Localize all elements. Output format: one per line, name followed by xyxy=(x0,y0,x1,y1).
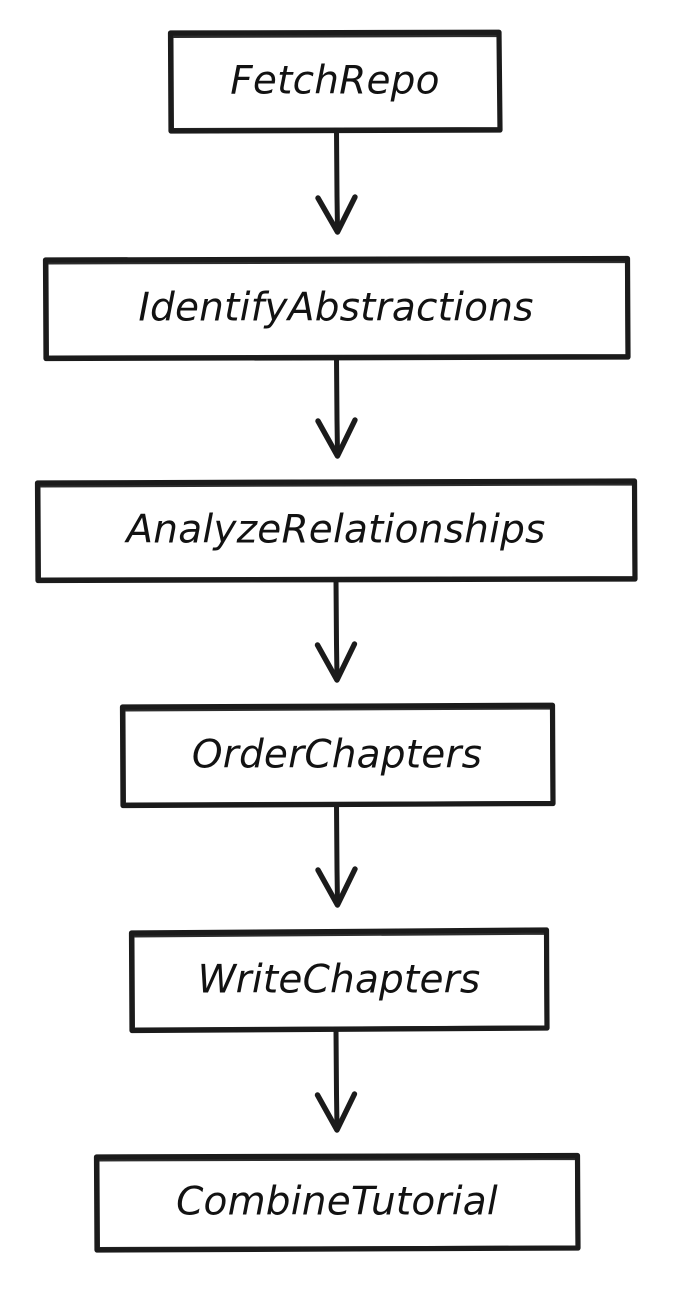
node-label: CombineTutorial xyxy=(176,1180,498,1225)
node-label: WriteChapters xyxy=(198,958,481,1003)
node-box xyxy=(119,702,556,809)
node-fetch-repo[interactable]: FetchRepo xyxy=(167,29,503,134)
edge-fetch-repo-to-identify-abstractions[interactable] xyxy=(315,128,358,235)
arrowhead-icon xyxy=(314,1091,358,1133)
edge-line xyxy=(334,128,340,233)
node-label: AnalyzeRelationships xyxy=(123,508,545,553)
node-box-sketch-stroke xyxy=(170,33,501,131)
node-box xyxy=(34,478,638,584)
node-order-chapters[interactable]: OrderChapters xyxy=(119,702,556,809)
node-analyze-relationships[interactable]: AnalyzeRelationships xyxy=(34,478,638,584)
node-box-sketch-stroke xyxy=(45,260,629,359)
arrowhead-icon xyxy=(315,866,358,908)
node-box-sketch-stroke xyxy=(122,706,554,806)
edge-identify-abstractions-to-analyze-relationships[interactable] xyxy=(315,355,358,459)
node-box-sketch-stroke xyxy=(37,482,636,581)
node-label: IdentifyAbstractions xyxy=(138,286,533,331)
node-write-chapters[interactable]: WriteChapters xyxy=(128,927,550,1034)
edge-line xyxy=(333,1027,340,1131)
edge-group xyxy=(314,128,358,1133)
node-box xyxy=(93,1152,581,1253)
edge-analyze-relationships-to-order-chapters[interactable] xyxy=(314,577,358,683)
arrowhead-icon xyxy=(314,641,358,683)
node-box xyxy=(42,255,631,362)
arrowhead-icon xyxy=(315,194,358,235)
node-label: OrderChapters xyxy=(192,733,482,778)
arrowhead-icon xyxy=(315,417,358,459)
node-combine-tutorial[interactable]: CombineTutorial xyxy=(93,1152,581,1253)
node-identify-abstractions[interactable]: IdentifyAbstractions xyxy=(42,255,631,362)
node-label: FetchRepo xyxy=(230,59,439,104)
node-group: FetchRepo IdentifyAbstractions AnalyzeRe… xyxy=(34,29,638,1253)
node-box xyxy=(128,927,550,1034)
edge-line xyxy=(333,577,340,681)
edge-write-chapters-to-combine-tutorial[interactable] xyxy=(314,1027,358,1133)
node-box-sketch-stroke xyxy=(96,1157,579,1250)
edge-line xyxy=(334,802,340,906)
edge-line xyxy=(334,355,340,457)
node-box-sketch-stroke xyxy=(131,931,548,1031)
node-box xyxy=(167,29,503,134)
edge-order-chapters-to-write-chapters[interactable] xyxy=(315,802,358,908)
